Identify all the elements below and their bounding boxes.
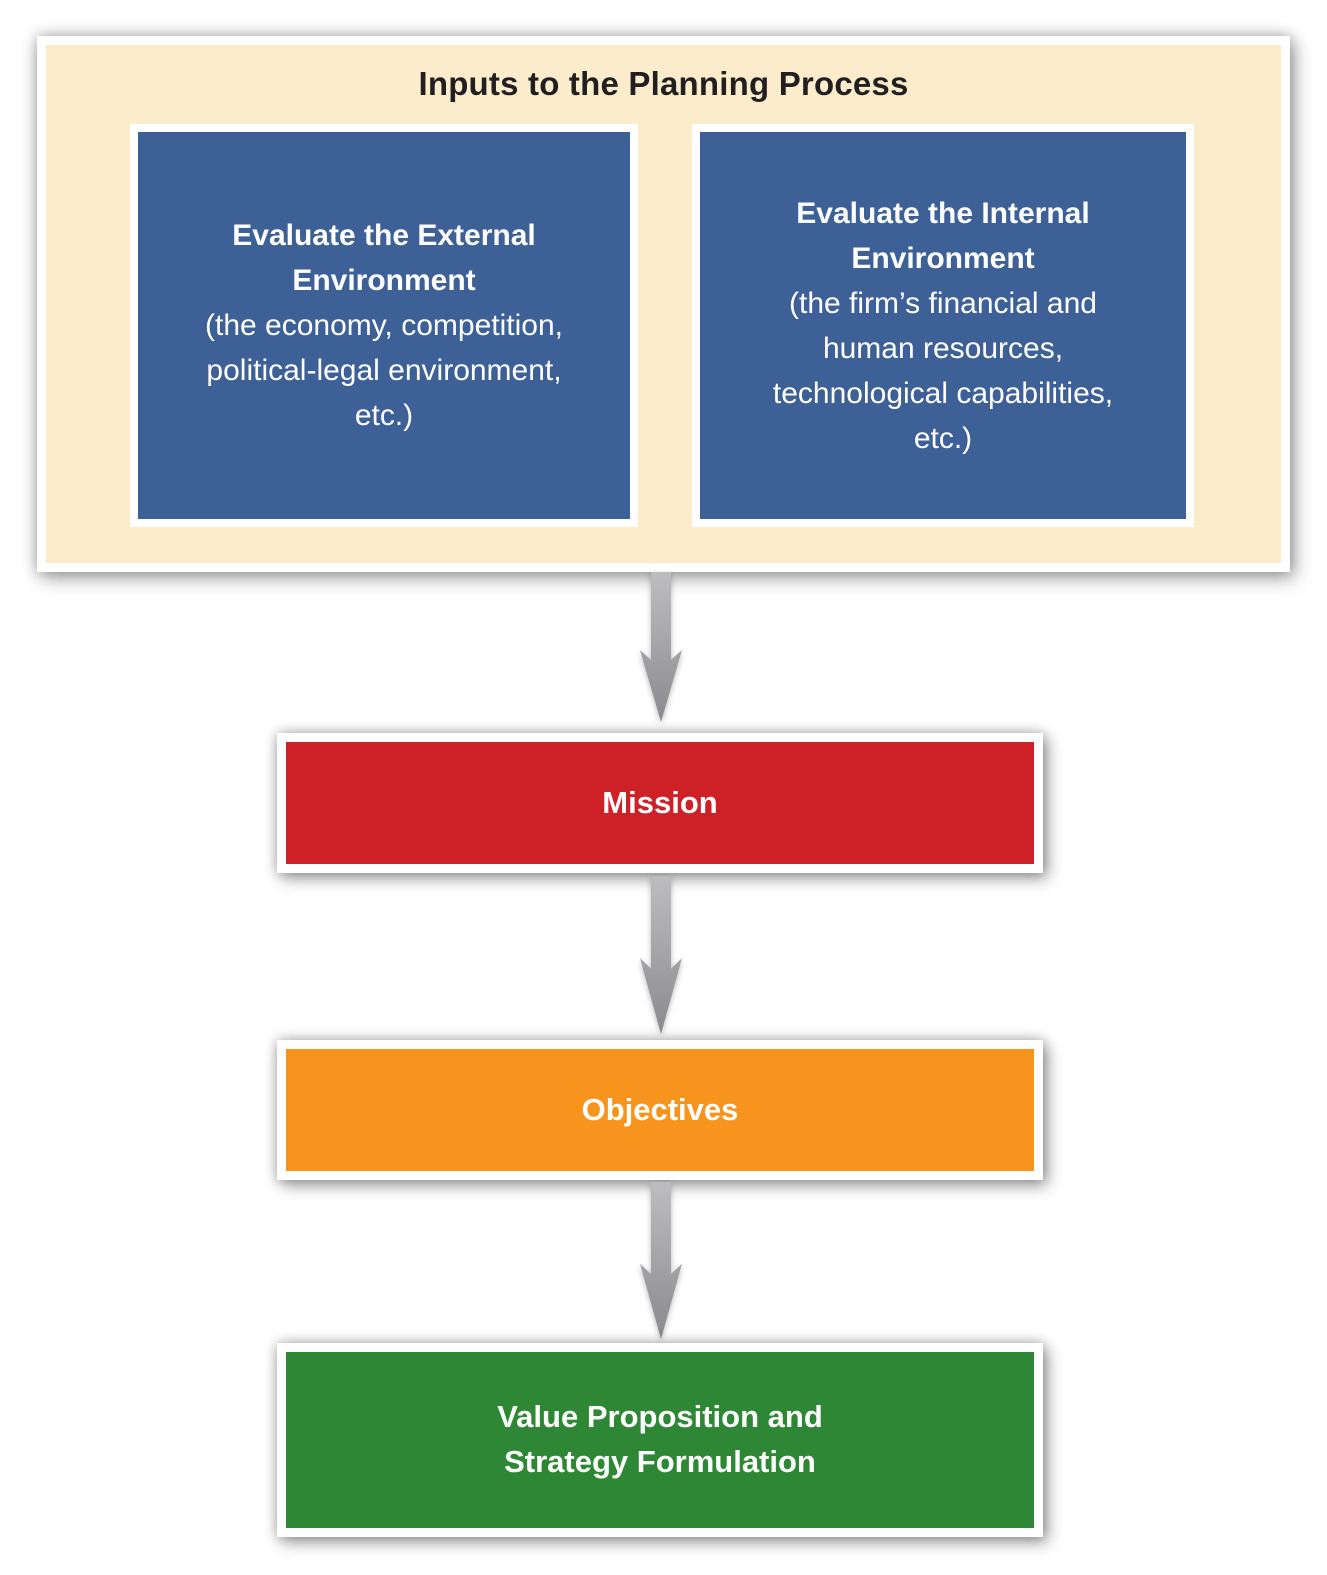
internal-environment-heading: Evaluate the Internal Environment — [796, 196, 1090, 275]
internal-environment-text: Evaluate the Internal Environment (the f… — [747, 191, 1139, 461]
panel-title: Inputs to the Planning Process — [418, 65, 909, 102]
objectives-label: Objectives — [581, 1091, 739, 1127]
down-arrow-icon — [640, 572, 682, 722]
internal-environment-detail: (the firm’s financial and human resource… — [772, 286, 1114, 455]
external-environment-box: Evaluate the External Environment (the e… — [130, 124, 638, 527]
external-environment-detail: (the economy, competition, political-leg… — [205, 309, 563, 432]
value-proposition-line-1: Value Proposition and — [497, 1399, 823, 1435]
internal-environment-box: Evaluate the Internal Environment (the f… — [692, 124, 1194, 527]
external-environment-text: Evaluate the External Environment (the e… — [188, 213, 580, 438]
objectives-box: Objectives — [277, 1040, 1043, 1180]
value-proposition-line-2: Strategy Formulation — [504, 1444, 816, 1479]
mission-label: Mission — [602, 784, 718, 820]
value-proposition-label: Value Proposition and Strategy Formulati… — [497, 1395, 823, 1485]
value-proposition-box: Value Proposition and Strategy Formulati… — [277, 1343, 1043, 1537]
inputs-panel: Inputs to the Planning Process Evaluate … — [37, 36, 1290, 572]
down-arrow-icon — [640, 876, 682, 1034]
external-environment-heading: Evaluate the External Environment — [232, 219, 536, 297]
mission-box: Mission — [277, 733, 1043, 873]
down-arrow-icon — [640, 1182, 682, 1339]
